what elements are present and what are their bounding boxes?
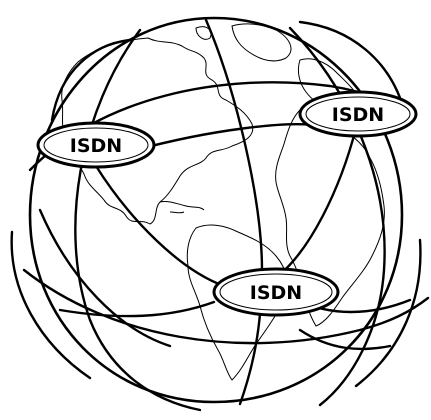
isdn-node-left-ellipse [36,121,156,169]
isdn-node-left-label: ISDN [70,135,122,157]
isdn-node-bottom: ISDN [212,267,340,317]
isdn-node-right-inner-ring [305,96,411,132]
coastline-greenland [231,23,292,62]
network-arcs [10,18,430,412]
arc-right-to-bottom [276,126,358,278]
arc-tail-top-left [50,38,132,122]
arc-meridian-left [74,28,202,412]
isdn-node-bottom-ellipse [212,267,340,317]
isdn-node-left: ISDN [36,121,156,169]
coastline-arctic [195,26,212,40]
isdn-node-bottom-label: ISDN [250,282,302,304]
isdn-node-right-ellipse [298,90,418,138]
arc-meridian-right [288,26,386,407]
arc-tail-top-right [298,20,406,112]
arc-tail-bottom-left [10,230,92,380]
arc-left-to-bottom [94,164,226,288]
arc-lower-band [22,268,430,345]
arc-meridian-center [204,18,264,406]
globe-outline [28,16,404,404]
globe-icon [28,16,404,404]
arc-inner-left-loop [38,208,172,348]
caribbean-islands [159,201,205,214]
continent-south-america [186,224,288,381]
arc-left-to-right [134,123,322,152]
arc-tail-bottom-right [354,238,422,388]
isdn-node-right: ISDN [298,90,418,138]
isdn-node-bottom-inner-ring [219,273,333,311]
isdn-node-right-label: ISDN [332,104,384,126]
arc-inner-right-loop [298,328,392,351]
arc-bottom-to-left-edge [58,300,216,318]
continent-north-america [61,37,254,225]
isdn-node-left-inner-ring [43,127,149,163]
